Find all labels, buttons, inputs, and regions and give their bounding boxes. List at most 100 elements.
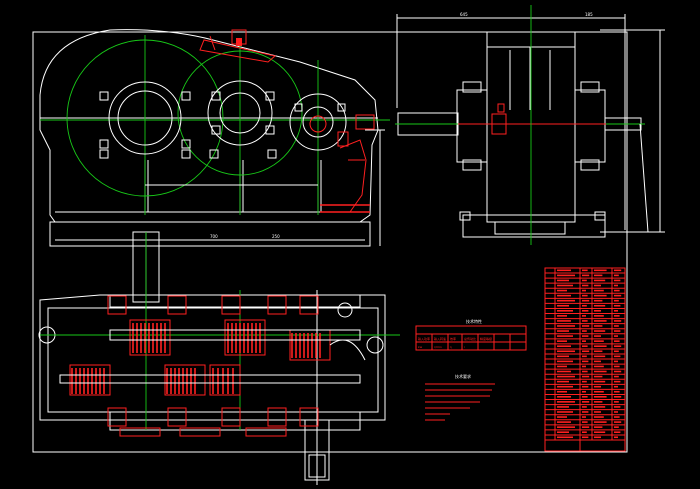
cover-bolts (99, 91, 346, 159)
title-block-cell-text (614, 299, 619, 302)
title-block-cell-text (594, 289, 604, 292)
lifting-hole (366, 336, 384, 354)
bearing-sections (107, 295, 319, 437)
title-block-cell-text (594, 315, 604, 317)
title-block-cell-text (614, 279, 621, 282)
title-block-cell-text (614, 365, 620, 368)
side-foot (594, 211, 606, 221)
title-block-cell-text (557, 279, 569, 282)
title-block-cell-text (582, 375, 590, 378)
title-block-cell-text (582, 320, 588, 322)
dim-text: 645 (460, 12, 468, 17)
title-block-cell-text (582, 360, 589, 363)
dim-text: 250 (272, 234, 280, 239)
title-block-cell-text (614, 370, 622, 373)
title-block-cell-text (582, 355, 587, 358)
title-block-cell-text (582, 421, 588, 423)
breather (337, 302, 353, 318)
title-block-cell-text (557, 365, 567, 368)
front-view[interactable]: 700 250 (39, 29, 390, 247)
side-bearing-left (456, 89, 488, 163)
title-block-cell-text (594, 365, 604, 368)
title-block-cell-text (614, 375, 619, 378)
title-block-cell-text (614, 294, 622, 297)
side-view[interactable]: 645 185 (395, 5, 665, 245)
side-cap (580, 159, 600, 171)
notes-title: 技术要求 (455, 373, 471, 379)
input-shaft-section (309, 115, 327, 133)
title-block-cell-text (614, 269, 622, 272)
title-block-cell-text (557, 431, 569, 434)
title-block-cell-text (614, 310, 618, 312)
title-block-cell-text (594, 385, 601, 388)
title-block-cell-text (557, 269, 571, 272)
bottom-flange (109, 411, 361, 431)
title-block-cell-text (594, 406, 606, 408)
title-block-cell-text (582, 345, 588, 348)
bearing-bore (219, 92, 261, 134)
title-block-cell-text (594, 390, 604, 393)
title-block-cell-text (594, 431, 606, 434)
title-block-cell-text (557, 360, 573, 363)
title-block-cell-text (557, 335, 573, 337)
top-housing-outline (39, 294, 386, 421)
gear-sections (69, 319, 331, 396)
side-base-slot (494, 221, 566, 235)
dim-text: 185 (585, 12, 593, 17)
side-foot (459, 211, 471, 221)
oil-splash (329, 339, 366, 361)
title-block-cell-text (582, 310, 589, 312)
title-block-cell-text (582, 274, 590, 277)
title-block-cell-text (557, 345, 571, 348)
dim-text: 700 (210, 234, 218, 239)
title-block-cell-text (582, 396, 588, 398)
title-block-cell-text (614, 360, 618, 363)
title-block-cell-text (614, 421, 622, 423)
title-block-cell-text (557, 426, 575, 428)
title-block-cell-text (557, 406, 569, 408)
title-block-cell-text (557, 325, 575, 327)
title-block-cell-text (582, 299, 590, 302)
title-block-cell-text (582, 330, 587, 332)
top-section-view[interactable] (38, 231, 400, 485)
title-block-cell-text (594, 355, 606, 358)
title-block-cell-text (582, 325, 590, 327)
title-block-cell-text (614, 325, 619, 327)
title-block-cell-text (582, 335, 589, 337)
drawing-border (32, 31, 628, 453)
title-block-cell-text (614, 284, 618, 287)
title-block-cell-text (614, 436, 618, 439)
title-block-cell-text (594, 370, 607, 373)
title-block-cell-text (594, 284, 601, 287)
title-block-cell-text (557, 274, 575, 277)
title-block-cell-text (582, 289, 586, 292)
bearing-boss (207, 80, 273, 146)
title-block-cell-text (582, 315, 586, 317)
title-block-cell-text (557, 320, 571, 322)
title-block-cell-text (557, 284, 573, 287)
title-block-cell-text (594, 380, 606, 383)
title-block-cell-text (614, 304, 621, 307)
title-block-cell-text (557, 299, 575, 302)
side-gear-red (491, 113, 507, 135)
title-block-cell-text (614, 330, 621, 332)
bearing-boss (289, 93, 347, 151)
title-block-cell-text (594, 345, 607, 348)
title-block-cell-text (557, 396, 571, 398)
title-block-cell-text (594, 426, 603, 428)
title-block-cell-text (614, 426, 619, 428)
title-block-cell-text (614, 390, 620, 393)
title-block-cell-text (614, 431, 621, 434)
title-block-cell-text (557, 421, 571, 423)
title-block-cell-text (582, 304, 587, 307)
side-cap (580, 81, 600, 93)
title-block-cell-text (614, 416, 620, 418)
title-block-cell-text (557, 355, 569, 358)
title-block-cell-text (594, 436, 601, 439)
title-block-cell-text (614, 411, 618, 413)
title-block-cell-text (594, 401, 603, 403)
title-block-cell-text (594, 411, 601, 413)
title-block-cell-text (594, 421, 607, 423)
title-block-cell-text (594, 375, 603, 378)
